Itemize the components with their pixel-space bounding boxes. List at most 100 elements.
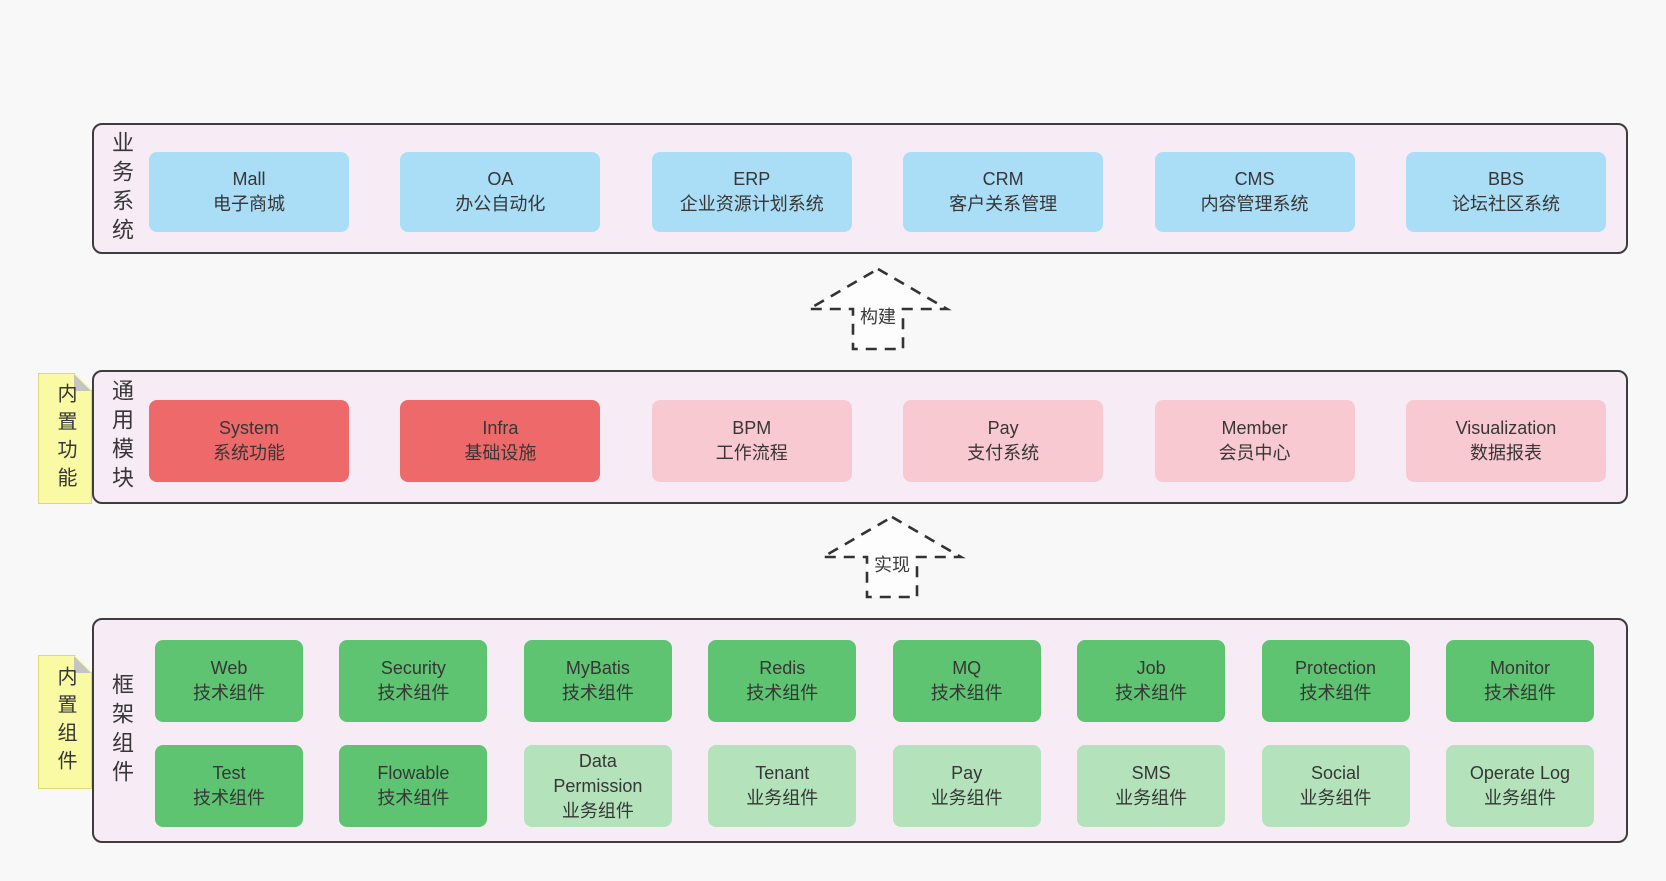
box-data-permission: Data Permission 业务组件 [523,745,672,827]
box-title: Test [212,763,246,783]
box-subtitle: 技术组件 [377,683,450,703]
box-redis: Redis 技术组件 [708,640,857,722]
box-title: Tenant [755,763,810,783]
box-title: Member [1221,418,1288,438]
box-oa: OA 办公自动化 [400,152,601,232]
box-title: BPM [732,418,772,438]
box-infra: Infra 基础设施 [400,400,601,482]
box-title: Data Permission [553,750,643,796]
box-title: System [218,418,279,438]
box-subtitle: 业务组件 [1115,788,1188,808]
sticky-fold-icon [74,656,91,673]
box-title: BBS [1487,169,1524,189]
box-subtitle: 会员中心 [1218,443,1291,463]
box-test: Test 技术组件 [155,745,303,827]
box-operate-log: Operate Log 业务组件 [1445,745,1594,827]
box-bbs: BBS 论坛社区系统 [1405,152,1606,232]
box-title: SMS [1131,763,1171,783]
box-monitor: Monitor 技术组件 [1445,640,1594,722]
box-subtitle: 业务组件 [930,788,1003,808]
box-member: Member 会员中心 [1154,400,1355,482]
box-title: Social [1311,763,1361,783]
arrow-implement: 实现 [818,514,966,600]
box-bpm: BPM 工作流程 [651,400,852,482]
box-subtitle: 技术组件 [1299,683,1372,703]
box-subtitle: 技术组件 [746,683,819,703]
box-sms: SMS 业务组件 [1077,745,1226,827]
box-system: System 系统功能 [149,400,349,482]
box-mybatis: MyBatis 技术组件 [523,640,672,722]
box-web: Web 技术组件 [155,640,303,722]
band-label-common-modules: 通用模块 [109,379,134,495]
band-label-business-systems: 业务系统 [109,130,134,247]
box-title: Security [380,658,446,678]
box-subtitle: 工作流程 [715,443,788,463]
box-pay: Pay 业务组件 [892,745,1041,827]
box-subtitle: 基础设施 [464,443,537,463]
box-erp: ERP 企业资源计划系统 [651,152,852,232]
box-subtitle: 业务组件 [746,788,819,808]
box-title: OA [487,169,514,189]
arrow-build: 构建 [804,266,952,352]
box-subtitle: 支付系统 [967,443,1040,463]
box-flowable: Flowable 技术组件 [339,745,488,827]
box-title: ERP [733,169,771,189]
box-crm: CRM 客户关系管理 [903,152,1104,232]
box-subtitle: 技术组件 [561,683,634,703]
box-subtitle: 业务组件 [561,800,634,821]
box-protection: Protection 技术组件 [1261,640,1410,722]
box-title: Visualization [1455,418,1557,438]
arrow-build-label: 构建 [857,303,899,329]
box-subtitle: 办公自动化 [455,194,546,214]
band-label-framework-components: 框架组件 [109,672,134,789]
box-title: Mall [232,169,266,189]
arrow-implement-label: 实现 [871,551,913,577]
box-subtitle: 业务组件 [1483,788,1556,808]
box-tenant: Tenant 业务组件 [708,745,857,827]
box-title: Redis [759,658,806,678]
box-title: Monitor [1489,658,1550,678]
box-subtitle: 客户关系管理 [949,194,1058,214]
box-title: Job [1136,658,1166,678]
box-title: CRM [982,169,1024,189]
box-title: Protection [1295,658,1377,678]
box-subtitle: 数据报表 [1469,443,1542,463]
box-subtitle: 系统功能 [213,443,285,463]
sticky-note-text: 内置功能 [54,382,76,495]
box-title: Flowable [377,763,450,783]
box-subtitle: 技术组件 [1483,683,1556,703]
box-subtitle: 技术组件 [377,788,450,808]
box-subtitle: 技术组件 [930,683,1003,703]
box-subtitle: 论坛社区系统 [1451,194,1560,214]
box-subtitle: 技术组件 [1115,683,1188,703]
sticky-note-text: 内置组件 [54,666,76,778]
sticky-note-built-in-features: 内置功能 [38,373,92,504]
box-subtitle: 技术组件 [193,788,265,808]
sticky-note-built-in-components: 内置组件 [38,655,92,789]
box-title: Infra [482,418,519,438]
box-job: Job 技术组件 [1077,640,1226,722]
sticky-fold-icon [74,374,91,391]
box-mq: MQ 技术组件 [892,640,1041,722]
box-title: CMS [1234,169,1275,189]
box-title: MyBatis [565,658,630,678]
box-title: Web [210,658,248,678]
box-title: MQ [952,658,982,678]
box-security: Security 技术组件 [339,640,488,722]
box-title: Pay [951,763,983,783]
box-subtitle: 技术组件 [193,683,265,703]
box-title: Operate Log [1469,763,1570,783]
box-visualization: Visualization 数据报表 [1405,400,1606,482]
box-subtitle: 企业资源计划系统 [679,194,824,214]
